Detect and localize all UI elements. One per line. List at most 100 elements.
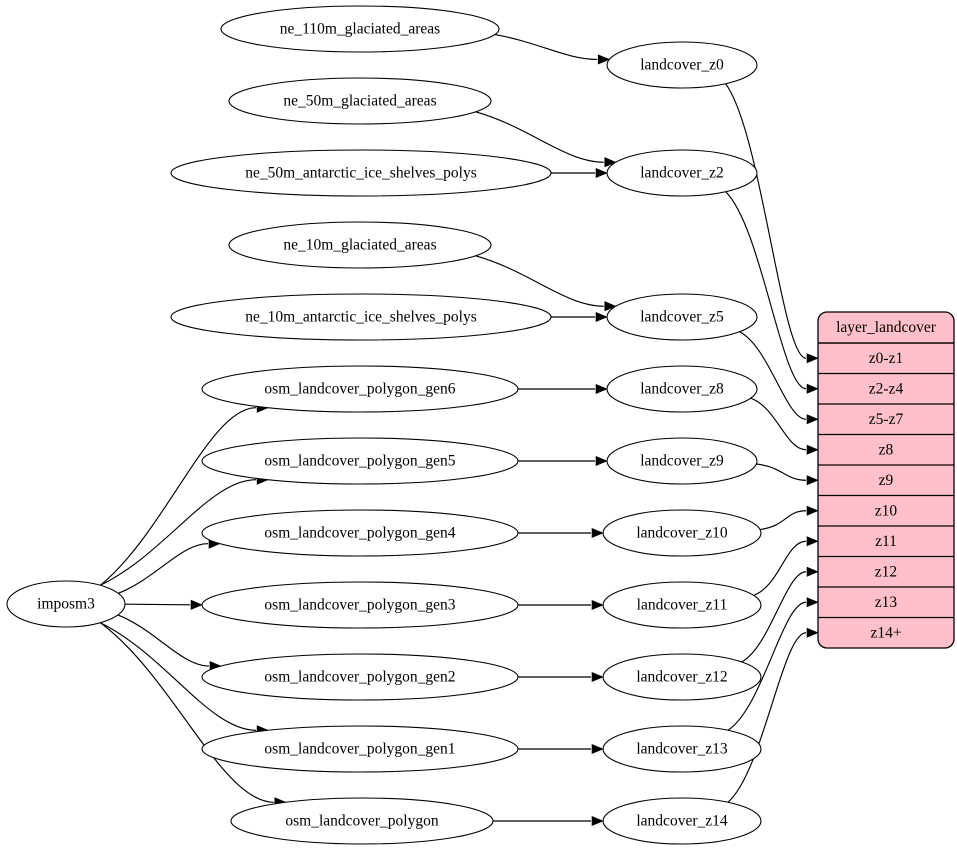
node-shape (602, 653, 762, 701)
edge-arrowhead-icon (806, 444, 819, 455)
node-landcover_z8[interactable]: landcover_z8 (606, 365, 758, 413)
node-shape (201, 365, 519, 413)
node-shape (606, 41, 758, 89)
node-shape (606, 437, 758, 485)
edge-arrowhead-icon (591, 527, 604, 539)
node-shape (602, 581, 762, 629)
edge-arrowhead-icon (806, 505, 819, 516)
node-landcover_z12[interactable]: landcover_z12 (602, 653, 762, 701)
edge-arrowhead-icon (806, 353, 819, 364)
edge-arrowhead-icon (806, 536, 819, 547)
node-shape (201, 581, 519, 629)
node-ne_110m_glaciated_areas[interactable]: ne_110m_glaciated_areas (220, 5, 500, 53)
node-landcover_z9[interactable]: landcover_z9 (606, 437, 758, 485)
node-shape (606, 149, 758, 197)
edge-arrowhead-icon (591, 599, 604, 611)
edge-arrowhead-icon (806, 627, 819, 638)
record-row-z0-z1[interactable] (818, 343, 954, 374)
node-layer: imposm3 ne_110m_glaciated_areas ne_50m_gla… (6, 5, 762, 845)
node-landcover_z14[interactable]: landcover_z14 (602, 797, 762, 845)
record-row-z12[interactable] (818, 557, 954, 588)
node-shape (220, 5, 500, 53)
record-row-z5-z7[interactable] (818, 404, 954, 435)
edge-imposm3-to-osm_landcover_polygon_gen5 (100, 479, 257, 586)
edge-arrowhead-icon (806, 383, 819, 394)
edge-imposm3-to-osm_landcover_polygon_gen4 (118, 543, 208, 594)
node-shape (230, 797, 494, 845)
node-osm_landcover_polygon_gen5[interactable]: osm_landcover_polygon_gen5 (201, 437, 519, 485)
record-table-layer: layer_landcoverz0-z1z2-z4z5-z7z8z9z10z11… (817, 311, 955, 649)
record-table-layer-landcover[interactable] (817, 311, 955, 649)
edge-arrowhead-icon (806, 475, 819, 486)
edge-landcover_z0-to-row-z0-z1 (725, 83, 807, 359)
node-ne_50m_antarctic_ice_shelves_polys[interactable]: ne_50m_antarctic_ice_shelves_polys (170, 149, 552, 197)
edge-landcover_z12-to-row-z12 (741, 571, 807, 663)
edge-arrowhead-icon (595, 455, 608, 467)
edge-arrowhead-icon (806, 597, 819, 608)
node-shape (228, 221, 492, 269)
node-shape (602, 509, 762, 557)
edge-imposm3-to-osm_landcover_polygon_gen1 (100, 622, 257, 731)
node-ne_50m_glaciated_areas[interactable]: ne_50m_glaciated_areas (228, 77, 492, 125)
node-osm_landcover_polygon_gen4[interactable]: osm_landcover_polygon_gen4 (201, 509, 519, 557)
node-ne_10m_antarctic_ice_shelves_polys[interactable]: ne_10m_antarctic_ice_shelves_polys (170, 293, 552, 341)
edge-landcover_z13-to-row-z13 (727, 601, 807, 731)
node-landcover_z5[interactable]: landcover_z5 (606, 293, 758, 341)
record-row-z9[interactable] (818, 465, 954, 496)
edge-landcover_z9-to-row-z9 (756, 463, 807, 481)
edge-arrowhead-icon (591, 671, 604, 683)
record-row-z11[interactable] (818, 526, 954, 557)
edge-landcover_z8-to-row-z8 (750, 397, 807, 451)
node-shape (606, 293, 758, 341)
node-osm_landcover_polygon_gen3[interactable]: osm_landcover_polygon_gen3 (201, 581, 519, 629)
node-osm_landcover_polygon_gen6[interactable]: osm_landcover_polygon_gen6 (201, 365, 519, 413)
edge-arrowhead-icon (595, 167, 608, 179)
node-osm_landcover_polygon_gen1[interactable]: osm_landcover_polygon_gen1 (201, 725, 519, 773)
record-row-z14plus[interactable] (818, 618, 954, 649)
node-shape (228, 77, 492, 125)
edge-layer (99, 33, 819, 827)
edge-imposm3-to-osm_landcover_polygon_gen6 (99, 407, 257, 586)
node-shape (6, 580, 126, 628)
edge-landcover_z2-to-row-z2-z4 (725, 191, 807, 390)
node-osm_landcover_polygon_gen2[interactable]: osm_landcover_polygon_gen2 (201, 653, 519, 701)
record-row-z8[interactable] (818, 435, 954, 466)
edge-imposm3-to-osm_landcover_polygon (99, 622, 274, 803)
record-row-z10[interactable] (818, 496, 954, 527)
node-shape (606, 365, 758, 413)
node-ne_10m_glaciated_areas[interactable]: ne_10m_glaciated_areas (228, 221, 492, 269)
node-shape (201, 437, 519, 485)
node-landcover_z11[interactable]: landcover_z11 (602, 581, 762, 629)
node-osm_landcover_polygon[interactable]: osm_landcover_polygon (230, 797, 494, 845)
node-shape (201, 653, 519, 701)
node-landcover_z13[interactable]: landcover_z13 (602, 725, 762, 773)
edge-landcover_z5-to-row-z5-z7 (739, 331, 807, 420)
node-landcover_z2[interactable]: landcover_z2 (606, 149, 758, 197)
edge-arrowhead-icon (806, 566, 819, 577)
edge-arrowhead-icon (591, 743, 604, 755)
edge-imposm3-to-osm_landcover_polygon_gen3 (124, 603, 191, 606)
node-landcover_z0[interactable]: landcover_z0 (606, 41, 758, 89)
node-shape (201, 725, 519, 773)
edge-arrowhead-icon (595, 311, 608, 323)
edge-landcover_z11-to-row-z11 (753, 540, 807, 596)
node-shape (602, 797, 762, 845)
edge-arrowhead-icon (595, 383, 608, 395)
record-row-z2-z4[interactable] (818, 374, 954, 405)
edge-ne_10m_glaciated_areas-to-landcover_z5 (475, 255, 604, 307)
edge-arrowhead-icon (591, 815, 604, 827)
edge-ne_110m_glaciated_areas-to-landcover_z0 (494, 33, 598, 61)
edge-arrowhead-icon (190, 599, 203, 610)
node-landcover_z10[interactable]: landcover_z10 (602, 509, 762, 557)
edge-landcover_z14-to-row-z14 (727, 632, 807, 803)
edge-arrowhead-icon (604, 157, 617, 168)
record-row-z13[interactable] (818, 587, 954, 618)
node-shape (201, 509, 519, 557)
edge-arrowhead-icon (597, 54, 611, 65)
edge-arrowhead-icon (806, 414, 819, 425)
edge-landcover_z10-to-row-z10 (760, 510, 807, 531)
node-imposm3[interactable]: imposm3 (6, 580, 126, 628)
edge-imposm3-to-osm_landcover_polygon_gen2 (117, 614, 209, 667)
